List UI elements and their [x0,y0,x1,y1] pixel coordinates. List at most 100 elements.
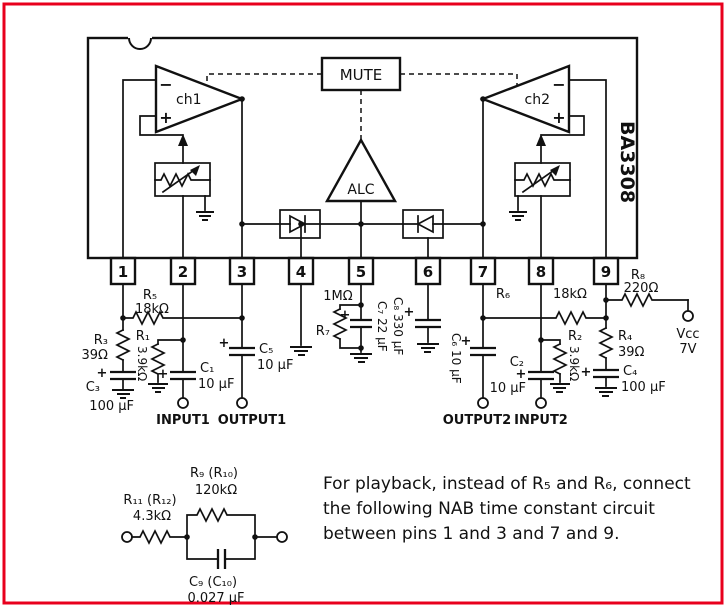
mute-block: MUTE [320,56,402,92]
feedback-right-arrow [521,166,559,194]
pin-3-number: 3 [237,263,247,281]
feedback-left-arrowhead [190,165,200,176]
junction-dot [603,315,609,321]
junction-dot [538,337,544,343]
note-line-2: the following NAB time constant circuit [323,499,655,519]
feedback-left-resistor [154,172,211,188]
junction-dot [239,96,245,102]
playback-note: For playback, instead of R₅ and R₆, conn… [323,474,691,544]
ic-notch-mask [128,35,152,40]
diode-right [402,209,444,239]
pin-6: 6 [414,256,442,286]
input1-label: INPUT1 [156,413,210,428]
c1-polarity-plus: + [158,367,169,382]
c3-polarity-plus: + [97,366,108,381]
junction-dot [252,534,258,540]
c3-label: C₃ [86,380,100,395]
ic-part-number: BA3308 [616,121,638,203]
diode-right-box [402,209,444,239]
terminal-output2 [477,397,489,409]
junction-dot [239,315,245,321]
junction-dot [480,96,486,102]
c5-label: C₅ [259,342,273,357]
ch1-label: ch1 [176,92,201,108]
r7-value: 1MΩ [323,289,352,304]
r1-label: R₁ [136,329,150,344]
terminal-vcc [682,310,694,322]
r2-value: 3.9kΩ [567,346,581,381]
labels-right: R₆ 18kΩ + C₆ 10 µF R₂ 3.9kΩ + C₂ 10 µF R… [443,268,700,428]
pin-3: 3 [228,256,256,286]
r3-value: 39Ω [82,348,109,363]
c5-polarity-plus: + [219,336,230,351]
feedback-left-up-arrowhead [178,134,188,146]
r11-label: R₁₁ (R₁₂) [123,493,176,508]
r6-label: R₆ [496,287,510,302]
pin-8: 8 [527,256,555,286]
r4-value: 39Ω [618,345,645,360]
junction-dot [358,302,364,308]
r7-label: R₇ [316,324,330,339]
ch2-minus-input: − [552,75,565,94]
labels-left: R₅ 18kΩ R₃ 39Ω + C₃ 100 µF R₁ 3.9kΩ + C₁… [82,288,294,428]
ic-notch [128,37,152,50]
terminal-output1 [236,397,248,409]
pin-row: 1 2 3 4 5 6 7 8 9 [109,256,620,286]
junction-dot [480,221,486,227]
pin-5-number: 5 [356,263,366,281]
junction-dots [120,96,609,540]
r1-value: 3.9kΩ [135,346,149,381]
page-border [2,2,724,605]
c4-label: C₄ [623,364,637,379]
ground-symbols [112,211,617,399]
pin-8-number: 8 [536,263,546,281]
c1-label: C₁ [200,361,214,376]
resistor-zigzags [115,292,689,545]
pin-7-number: 7 [478,263,488,281]
r8-label: R₈ [631,268,645,283]
capacitor-plates [110,318,619,569]
pin-1: 1 [109,256,137,286]
junction-dot [239,221,245,227]
r3-label: R₃ [94,333,108,348]
junction-dot [358,221,364,227]
feedback-right-resistor [514,172,571,188]
ch1-minus-input: − [159,75,172,94]
c9-value: 0.027 µF [187,591,244,606]
c2-label: C₂ [510,355,524,370]
c3-value: 100 µF [89,399,134,414]
feedback-right-arrowhead [550,165,560,176]
diode-left-symbol [289,214,307,234]
c8-label: C₈ 330 µF [391,297,405,355]
ch2-label: ch2 [525,92,550,108]
r9-value: 120kΩ [195,483,237,498]
feedback-left-arrow [161,166,199,194]
diode-left-box [279,209,321,239]
c7-label: C₇ 22 µF [375,301,389,352]
c4-value: 100 µF [621,380,666,395]
pin-2-number: 2 [178,263,188,281]
r8-value: 220Ω [624,281,659,296]
ch1-plus-input: + [159,108,172,127]
pin-4-number: 4 [296,263,306,281]
junction-dot [298,221,304,227]
feedback-right-up-arrowhead [536,134,546,146]
alc-triangle [324,137,398,203]
c5-value: 10 µF [257,358,293,373]
pin-7: 7 [469,256,497,286]
r4-label: R₄ [618,329,632,344]
pin-1-number: 1 [118,263,128,281]
note-line-1: For playback, instead of R₅ and R₆, conn… [323,474,691,494]
diode-left [279,209,321,239]
r9-label: R₉ (R₁₀) [190,466,238,481]
c4-polarity-plus: + [581,365,592,380]
c9-label: C₉ (C₁₀) [189,575,237,590]
pin-6-number: 6 [423,263,433,281]
pin-9: 9 [592,256,620,286]
junction-dot [603,297,609,303]
mute-box [320,56,402,92]
ch1-opamp: ch1 − + [154,64,246,134]
diode-right-symbol [416,214,434,234]
